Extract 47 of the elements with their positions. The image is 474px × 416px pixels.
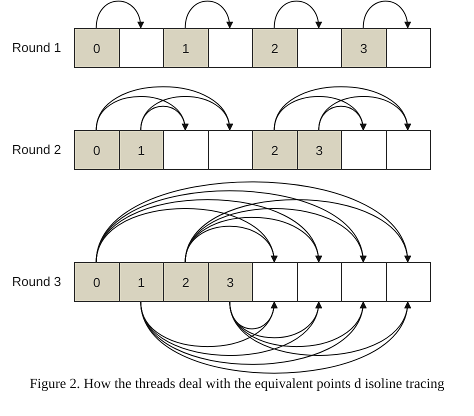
array-cell <box>296 262 342 302</box>
row-label: Round 3 <box>12 274 62 289</box>
array-cell: 3 <box>341 28 386 68</box>
array-cell: 0 <box>74 28 120 68</box>
array-cell: 2 <box>163 262 208 302</box>
array-cell: 1 <box>118 130 164 170</box>
curved-arrow <box>184 199 410 263</box>
curved-arrow <box>362 0 411 29</box>
curved-arrow <box>96 86 232 131</box>
curved-arrow <box>184 0 233 29</box>
array-cell <box>118 28 164 68</box>
array-cell <box>163 130 208 170</box>
curved-arrow <box>184 226 277 263</box>
figure-caption: Figure 2. How the threads deal with the equivalent points d isoline tracing <box>28 376 446 393</box>
array-cell: 1 <box>163 28 208 68</box>
array-cell <box>386 28 431 68</box>
curved-arrow <box>96 181 410 263</box>
array-cell <box>341 262 386 302</box>
array-cell <box>252 262 298 302</box>
array-cell: 2 <box>252 130 298 170</box>
array-cell <box>296 28 342 68</box>
array-cell: 2 <box>252 28 298 68</box>
array-cell: 3 <box>296 130 342 170</box>
row-label: Round 1 <box>12 40 62 55</box>
array-cell <box>208 130 253 170</box>
curved-arrow <box>229 301 410 356</box>
array-cell <box>386 262 431 302</box>
curved-arrow <box>318 106 366 131</box>
array-cell: 1 <box>118 262 164 302</box>
array-cell <box>341 130 386 170</box>
array-cell <box>208 28 253 68</box>
curved-arrow <box>274 0 322 29</box>
curved-arrow <box>184 208 366 263</box>
curved-arrow <box>318 96 410 131</box>
curved-arrow <box>229 301 366 348</box>
array-cell: 3 <box>208 262 253 302</box>
curved-arrow <box>140 106 188 131</box>
array-cell <box>386 130 431 170</box>
curved-arrow <box>140 301 410 374</box>
curved-arrow <box>140 96 232 131</box>
array-cell: 0 <box>74 262 120 302</box>
curved-arrow <box>96 0 144 29</box>
row-label: Round 2 <box>12 142 62 157</box>
curved-arrow <box>184 216 321 263</box>
array-cell: 0 <box>74 130 120 170</box>
curved-arrow <box>229 301 322 338</box>
curved-arrow <box>274 86 410 131</box>
